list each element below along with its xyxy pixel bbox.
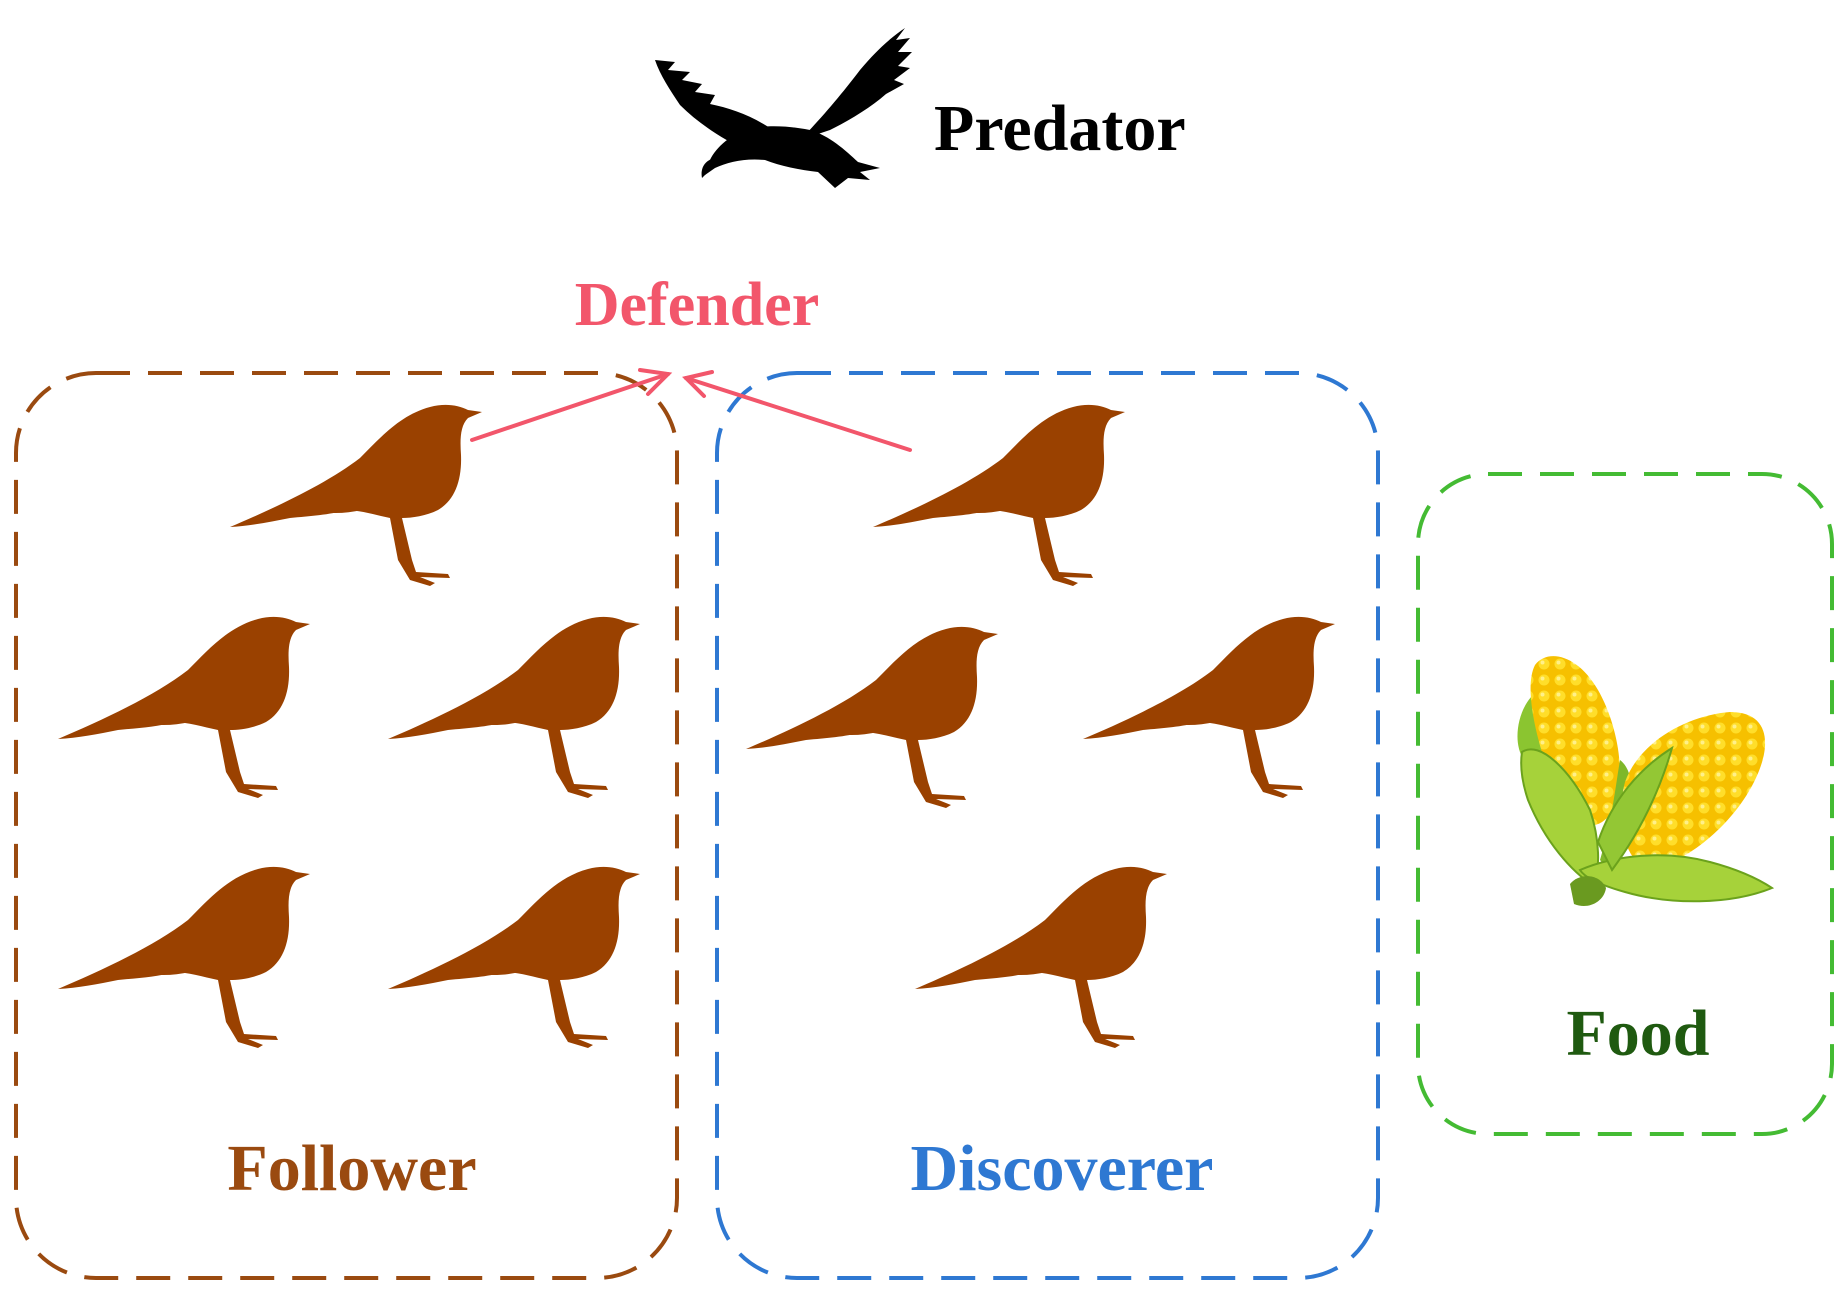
eagle-icon [655, 28, 912, 188]
defender-arrow-from-follower [470, 372, 670, 442]
defender-arrow-head-right [682, 370, 714, 398]
defender-arrow-head-left [638, 368, 673, 396]
defender-label: Defender [575, 271, 819, 339]
corn-icon [1517, 656, 1775, 907]
follower-group-box [14, 371, 679, 1280]
discoverer-group-box [715, 371, 1380, 1280]
defender-arrow-from-discoverer [684, 376, 912, 452]
discoverer-label: Discoverer [911, 1132, 1214, 1205]
sparrow-icon [58, 866, 310, 1048]
sparrow-icon [388, 616, 640, 798]
follower-label: Follower [227, 1132, 476, 1205]
sparrow-icon [915, 866, 1167, 1048]
sparrow-icon [746, 626, 998, 808]
follower-birds [58, 404, 640, 1048]
sparrow-icon [230, 404, 482, 586]
food-group-box [1416, 472, 1834, 1136]
food-label: Food [1566, 997, 1709, 1070]
sparrow-icon [58, 616, 310, 798]
discoverer-birds [746, 404, 1335, 1048]
sparrow-icon [388, 866, 640, 1048]
sparrow-icon [1083, 616, 1335, 798]
defender-arrows [470, 368, 912, 452]
predator-label: Predator [934, 92, 1186, 165]
sparrow-icon [873, 404, 1125, 586]
